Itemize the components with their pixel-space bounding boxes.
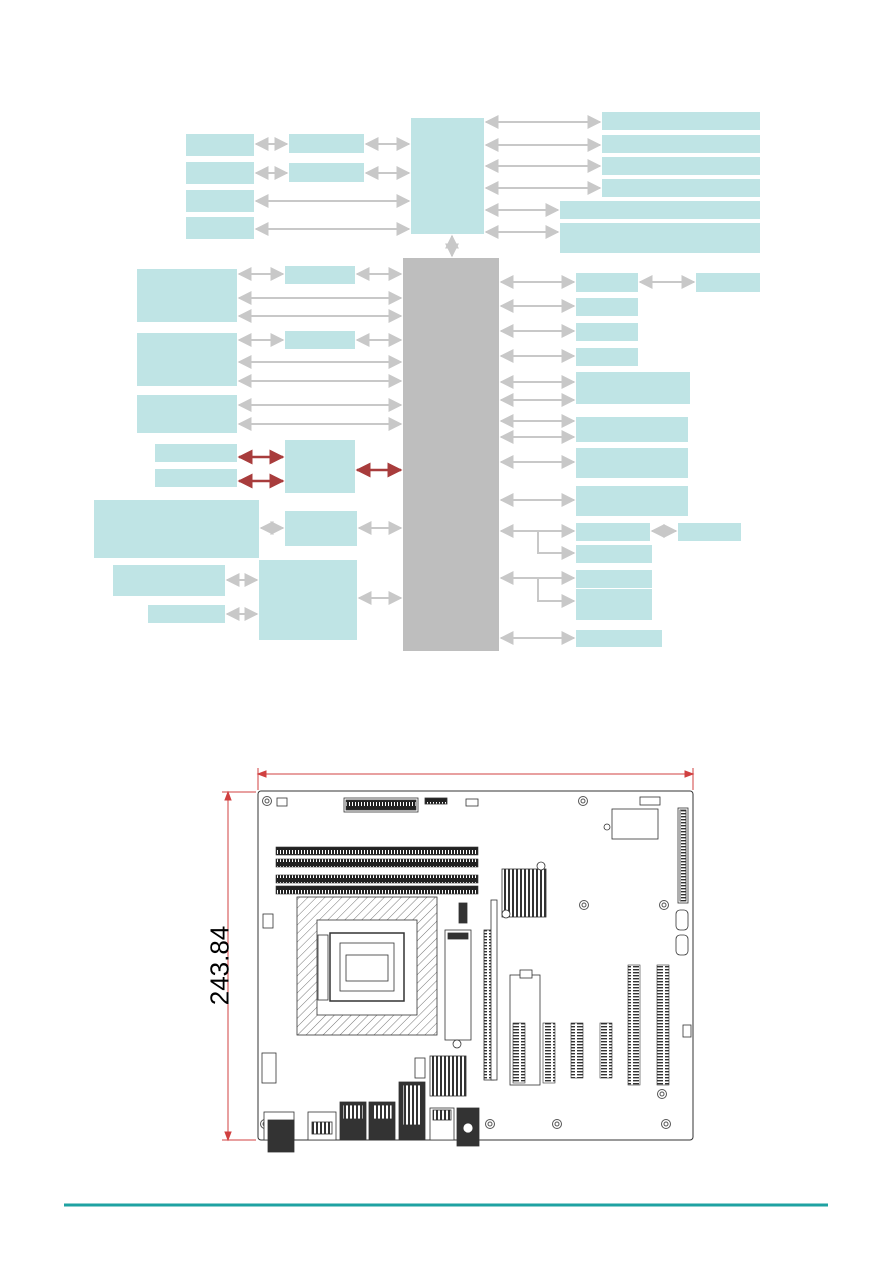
block-cpu-out-2 <box>602 135 760 153</box>
block-right-10 <box>576 545 652 563</box>
block-right-5 <box>576 372 690 404</box>
chipset-hub-block <box>403 258 499 651</box>
dimension-lines <box>222 768 695 1142</box>
memory-links <box>254 137 411 236</box>
block-cpu-out-3 <box>602 157 760 175</box>
block-left-8 <box>148 605 225 623</box>
block-right-9 <box>576 523 650 541</box>
block-left-bridge-1 <box>285 266 355 284</box>
hub-right-links <box>499 275 696 645</box>
block-left-5 <box>155 469 237 487</box>
block-right-3 <box>576 323 638 341</box>
block-right-1 <box>576 273 638 292</box>
block-cpu-out-5 <box>560 201 760 219</box>
misc-components <box>261 861 692 1097</box>
block-right-13 <box>576 630 662 647</box>
block-left-4 <box>155 444 237 462</box>
hub-left-group <box>94 266 357 640</box>
highlight-links <box>237 449 403 489</box>
cpu-socket-drawing <box>296 896 438 1036</box>
block-left-7 <box>113 565 225 596</box>
block-memory-4 <box>186 217 254 239</box>
block-memory-3 <box>186 190 254 212</box>
expansion-slots <box>512 964 670 1086</box>
block-right-6 <box>576 417 688 442</box>
mounting-holes <box>260 796 671 1129</box>
board-height-dimension-label: 243.84 <box>196 925 244 1005</box>
block-right-1b <box>696 273 760 292</box>
block-right-11 <box>576 570 652 588</box>
block-cpu-out-1 <box>602 112 760 130</box>
block-right-7 <box>576 448 688 478</box>
block-cpu-out-6 <box>560 223 760 253</box>
block-left-bridge-4 <box>285 511 357 546</box>
block-right-12 <box>576 589 652 620</box>
block-diagram <box>94 112 760 651</box>
block-right-9b <box>678 523 741 541</box>
rear-io <box>263 1081 480 1153</box>
block-cpu-out-4 <box>602 179 760 197</box>
top-connectors <box>276 796 689 956</box>
memory-group <box>186 134 364 239</box>
block-left-bridge-3 <box>285 440 355 493</box>
cpu-output-group <box>560 112 760 253</box>
hub-left-links <box>225 267 403 621</box>
hub-right-group <box>576 273 760 647</box>
block-right-2 <box>576 298 638 316</box>
block-left-bridge-5 <box>259 560 357 640</box>
block-left-3 <box>137 395 237 433</box>
block-left-1 <box>137 269 237 322</box>
block-memory-bridge-2 <box>289 163 364 182</box>
board-outline <box>257 790 694 1141</box>
cpu-output-links <box>484 115 602 239</box>
board-height-dimension-value: 243.84 <box>204 925 235 1005</box>
block-memory-1 <box>186 134 254 156</box>
block-left-2 <box>137 333 237 386</box>
block-left-6 <box>94 500 259 558</box>
block-right-8 <box>576 486 688 516</box>
block-right-4 <box>576 348 638 366</box>
block-left-bridge-2 <box>285 331 355 349</box>
dimm-slots <box>275 846 479 895</box>
cpu-block <box>411 118 484 234</box>
block-memory-2 <box>186 162 254 184</box>
block-memory-bridge-1 <box>289 134 364 153</box>
